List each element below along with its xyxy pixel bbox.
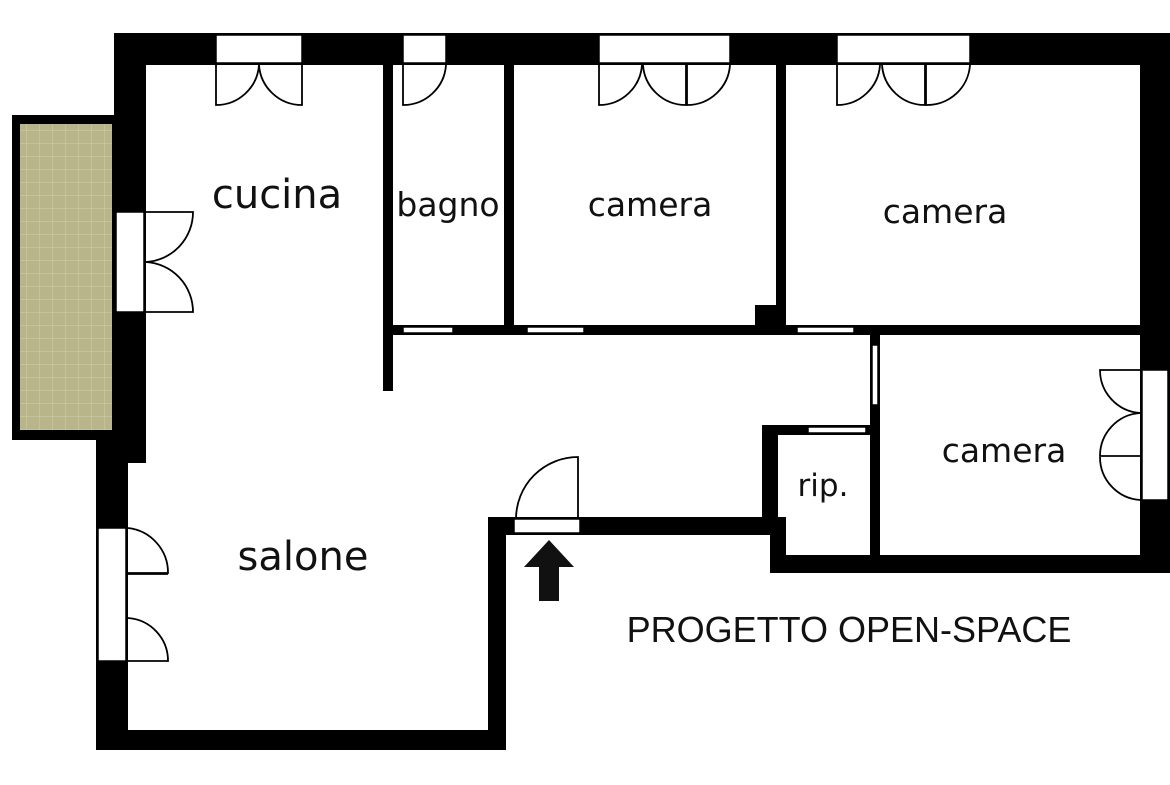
- plan-caption: PROGETTO OPEN-SPACE: [627, 609, 1072, 650]
- room-label-cucina: cucina: [212, 172, 342, 218]
- room-label-camera-3: camera: [942, 431, 1067, 470]
- room-label-salone: salone: [238, 534, 369, 580]
- balcony: [12, 115, 116, 440]
- openings: [97, 34, 1169, 662]
- room-label-camera-1: camera: [588, 185, 713, 224]
- room-label-camera-2: camera: [883, 192, 1008, 231]
- room-label-bagno: bagno: [396, 185, 499, 224]
- room-label-ripostiglio: rip.: [798, 468, 849, 504]
- entrance-arrow-icon: [524, 540, 574, 601]
- door-swings: [127, 64, 1141, 662]
